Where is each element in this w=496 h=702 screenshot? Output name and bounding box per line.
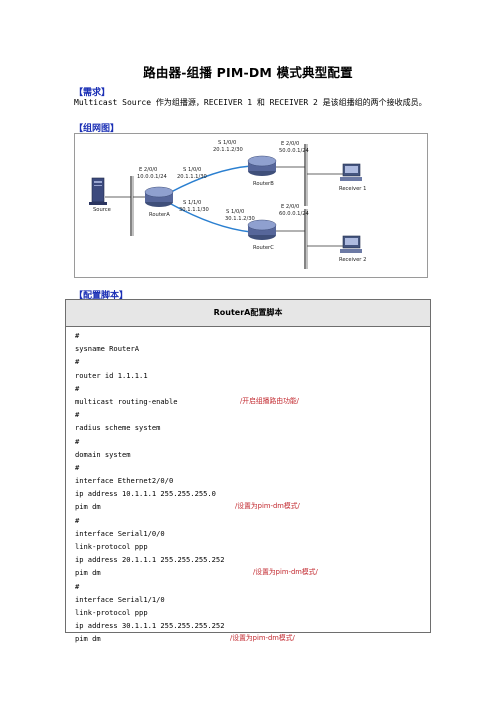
config-code: pim dm	[75, 568, 101, 578]
config-comment: /开启组播路由功能/	[240, 396, 299, 405]
svg-text:S 1/0/0: S 1/0/0	[183, 167, 201, 173]
topology-heading: 【组网图】	[74, 124, 120, 134]
source-server-icon	[89, 177, 107, 205]
router-a-icon	[144, 186, 174, 207]
receiver-1-label: Receiver 1	[339, 186, 366, 192]
config-comment: /设置为pim-dm模式/	[235, 502, 300, 511]
config-lines: # sysname RouterA # router id 1.1.1.1 # multi…	[66, 327, 430, 646]
script-heading: 【配置脚本】	[74, 291, 129, 301]
config-line: link-protocol ppp	[75, 606, 430, 619]
config-line: #	[75, 382, 430, 395]
network-diagram: Source RouterA RouterB RouterC Receiver …	[74, 133, 428, 278]
config-line: interface Serial1/1/0	[75, 593, 430, 606]
config-line: ip address 30.1.1.1 255.255.255.252	[75, 619, 430, 632]
config-code: #	[75, 462, 80, 472]
config-code: interface Ethernet2/0/0	[75, 476, 174, 486]
svg-text:30.1.1.2/30: 30.1.1.2/30	[225, 216, 255, 222]
config-code: ip address 30.1.1.1 255.255.255.252	[75, 621, 225, 631]
config-line: #	[75, 580, 430, 593]
config-line: router id 1.1.1.1	[75, 369, 430, 382]
config-comment: /设置为pim-dm模式/	[230, 634, 295, 643]
serial-link-a-c	[170, 203, 252, 233]
config-code: sysname RouterA	[75, 344, 140, 354]
router-b-icon	[247, 155, 277, 176]
router-b-label: RouterB	[253, 181, 274, 187]
config-code: interface Serial1/1/0	[75, 594, 165, 604]
config-line: #	[75, 408, 430, 421]
svg-text:S 1/1/0: S 1/1/0	[183, 200, 201, 206]
config-code: link-protocol ppp	[75, 542, 148, 551]
config-line: pim dm/设置为pim-dm模式/	[75, 566, 430, 579]
config-line: pim dm/设置为pim-dm模式/	[75, 500, 430, 513]
config-code: multicast routing-enable	[75, 396, 178, 406]
svg-text:S 1/0/0: S 1/0/0	[226, 209, 244, 215]
svg-text:S 1/0/0: S 1/0/0	[218, 140, 236, 146]
config-line: sysname RouterA	[75, 342, 430, 355]
config-line: radius scheme system	[75, 421, 430, 434]
config-code: #	[75, 357, 80, 367]
requirements-text: Multicast Source 作为组播源，RECEIVER 1 和 RECE…	[74, 98, 427, 107]
config-code: #	[75, 331, 80, 340]
config-code: #	[75, 410, 80, 420]
config-table: RouterA配置脚本 # sysname RouterA # router id 1…	[65, 299, 431, 643]
svg-text:60.0.0.1/24: 60.0.0.1/24	[279, 211, 309, 217]
svg-text:30.1.1.1/30: 30.1.1.1/30	[179, 207, 209, 213]
config-line: #	[75, 329, 430, 342]
config-line: link-protocol ppp	[75, 540, 430, 553]
svg-text:E 2/0/0: E 2/0/0	[281, 204, 299, 210]
receiver-2-label: Receiver 2	[339, 257, 366, 263]
receiver-2-icon	[340, 235, 362, 253]
config-code: #	[75, 515, 80, 525]
config-line: #	[75, 355, 430, 368]
svg-text:20.1.1.1/30: 20.1.1.1/30	[177, 174, 207, 180]
config-line: ip address 10.1.1.1 255.255.255.0	[75, 487, 430, 500]
router-c-label: RouterC	[253, 245, 274, 251]
router-c-icon	[247, 219, 277, 240]
source-label: Source	[93, 207, 111, 213]
config-line: interface Serial1/0/0	[75, 527, 430, 540]
config-line: #	[75, 514, 430, 527]
config-line: domain system	[75, 448, 430, 461]
config-code: #	[75, 383, 80, 393]
serial-link-a-b	[170, 165, 252, 193]
config-code: #	[75, 581, 80, 591]
svg-text:20.1.1.2/30: 20.1.1.2/30	[213, 147, 243, 153]
page-title: 路由器-组播 PIM-DM 模式典型配置	[143, 65, 353, 80]
config-code: ip address 20.1.1.1 255.255.255.252	[75, 555, 225, 565]
config-line: #	[75, 461, 430, 474]
config-code: link-protocol ppp	[75, 607, 148, 617]
config-code: router id 1.1.1.1	[75, 370, 148, 380]
svg-text:E 2/0/0: E 2/0/0	[139, 167, 157, 173]
config-code: #	[75, 436, 80, 446]
config-table-title: RouterA配置脚本	[66, 300, 430, 327]
config-code: pim dm	[75, 502, 101, 512]
config-comment: /设置为pim-dm模式/	[253, 568, 318, 577]
config-line: multicast routing-enable/开启组播路由功能/	[75, 395, 430, 408]
config-code: interface Serial1/0/0	[75, 528, 165, 538]
config-line: #	[75, 435, 430, 448]
receiver-1-icon	[340, 163, 362, 181]
config-code: ip address 10.1.1.1 255.255.255.0	[75, 489, 216, 499]
svg-text:50.0.0.1/24: 50.0.0.1/24	[279, 148, 309, 154]
router-a-label: RouterA	[149, 212, 170, 218]
config-code: domain system	[75, 449, 131, 459]
config-line: interface Ethernet2/0/0	[75, 474, 430, 487]
config-code: pim dm	[75, 634, 101, 644]
svg-text:E 2/0/0: E 2/0/0	[281, 141, 299, 147]
config-code: radius scheme system	[75, 423, 161, 433]
config-line: pim dm/设置为pim-dm模式/	[75, 632, 430, 645]
config-line: ip address 20.1.1.1 255.255.255.252	[75, 553, 430, 566]
requirements-heading: 【需求】	[74, 88, 111, 98]
svg-text:10.0.0.1/24: 10.0.0.1/24	[137, 174, 167, 180]
